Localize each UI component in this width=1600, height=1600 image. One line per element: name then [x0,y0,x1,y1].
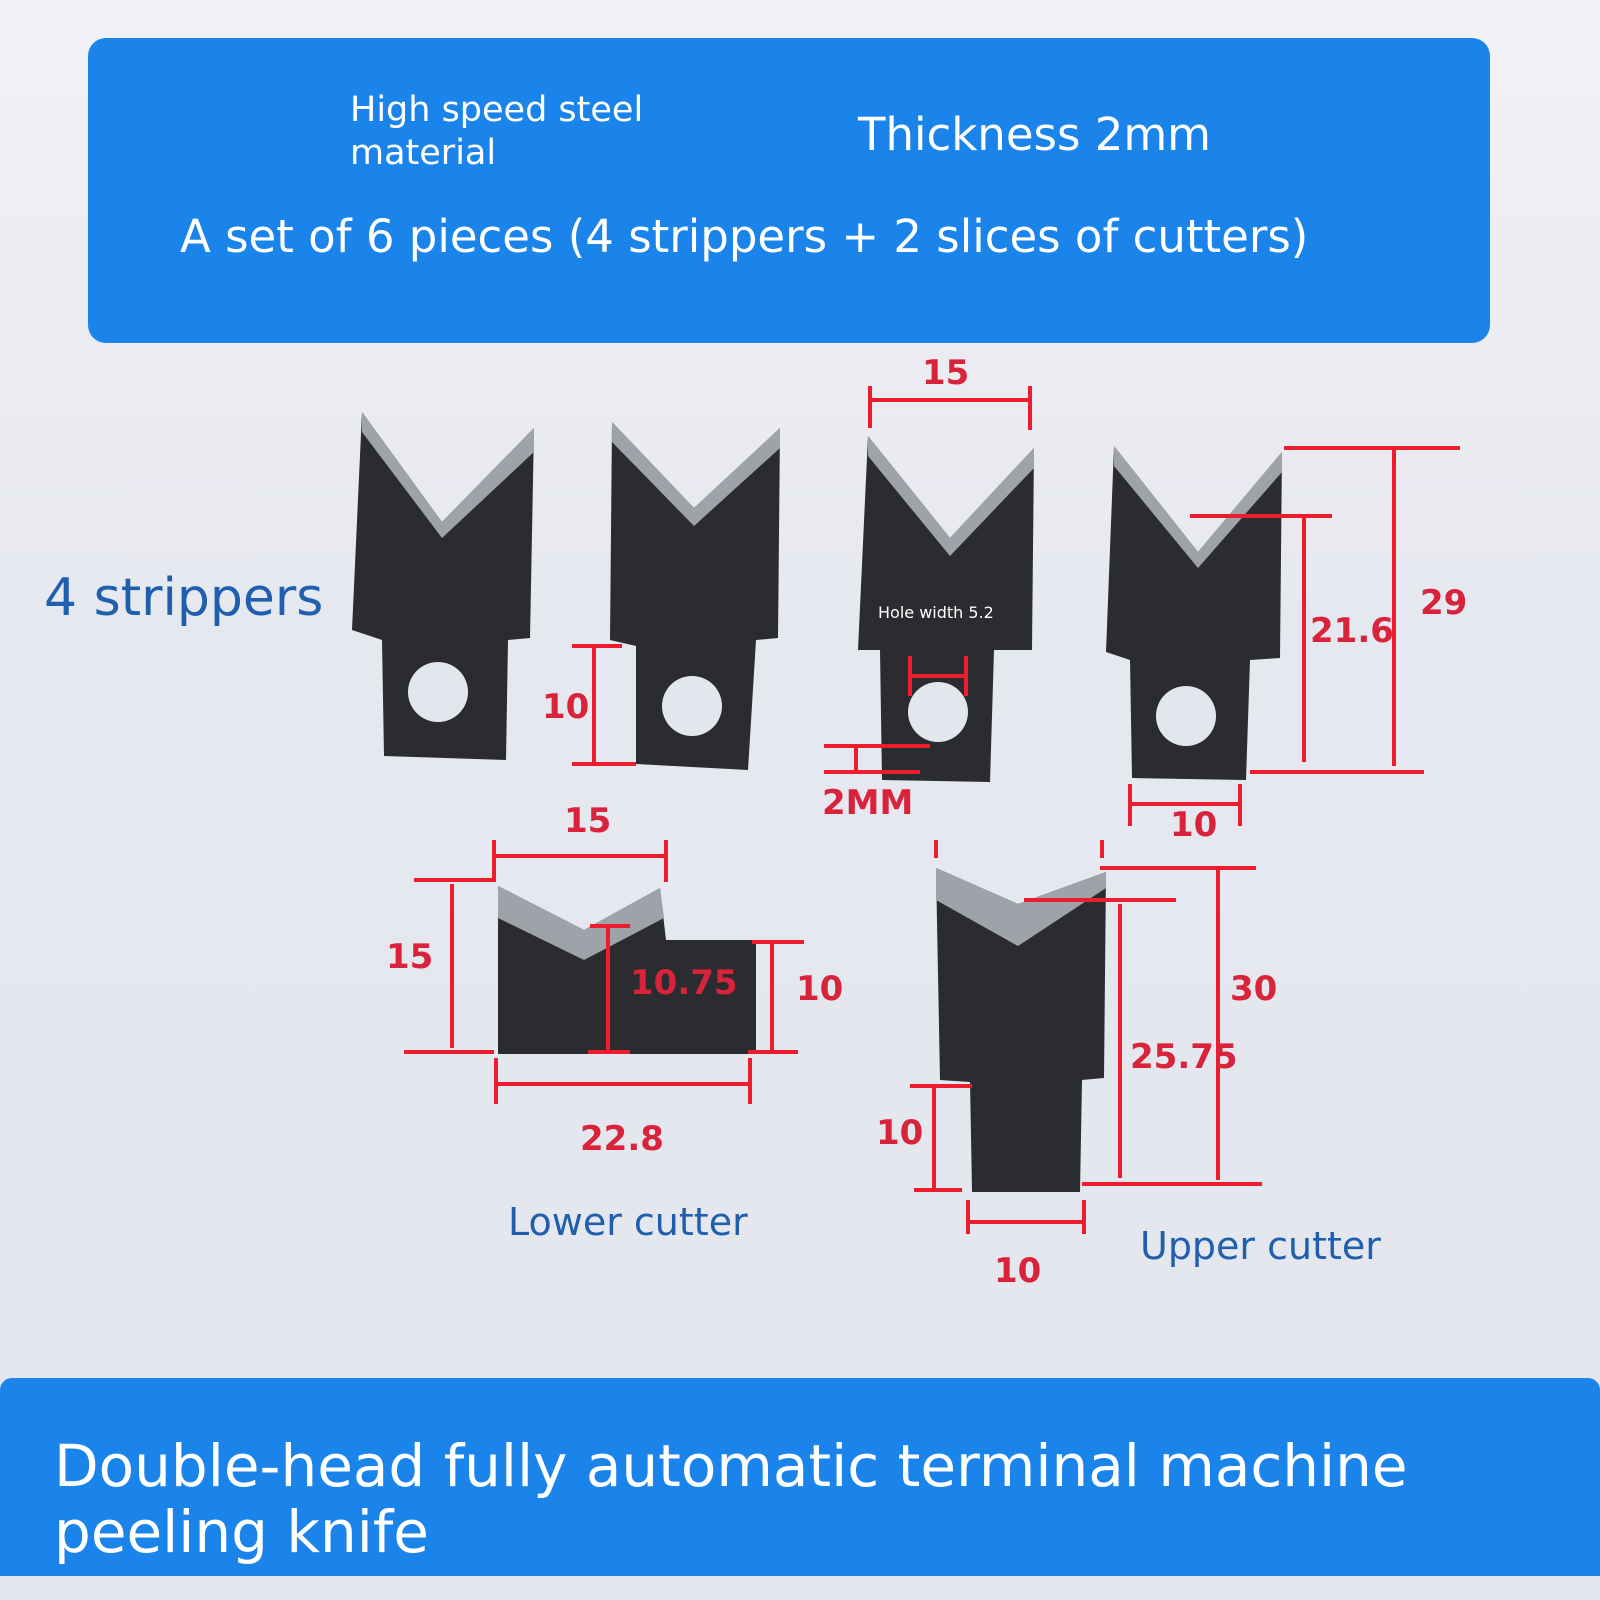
product-title: Double-head fully automatic terminal mac… [54,1432,1408,1566]
stripper-tab-height-dimension: 10 [542,644,636,766]
stripper-total-height-label: 29 [1420,583,1467,623]
lower-inner-height-label: 10.75 [630,963,738,1003]
stripper-top-width-label: 15 [922,353,969,393]
upper-height-total-dimension: 30 [1082,866,1277,1186]
thickness-dimension: 2MM [822,744,930,823]
upper-cutter-label: Upper cutter [1140,1224,1381,1268]
stripper-tab-width-label: 10 [1170,805,1217,845]
lower-cutter-blade [498,886,756,1054]
lower-inner-height-dimension: 10.75 [588,924,738,1054]
hole-width-dimension: Hole width 5.2 [878,603,994,696]
lower-height-left-dimension: 15 [386,878,496,1054]
thickness-spec: Thickness 2mm [858,108,1212,161]
lower-height-left-label: 15 [386,937,433,977]
upper-tab-width-label: 10 [994,1251,1041,1291]
lower-width-top-dimension: 15 [492,801,668,882]
stripper-blade-2 [610,422,780,770]
lower-height-right-dimension: 10 [748,940,843,1054]
stripper-blade-1 [352,412,534,760]
upper-cutter-blade [936,868,1106,1192]
title-banner: Double-head fully automatic terminal mac… [0,1378,1600,1576]
lower-height-right-label: 10 [796,969,843,1009]
stripper-tab-width-dimension: 10 [1128,784,1242,845]
stripper-blade-3 [858,436,1034,782]
stripper-total-height-dimension: 29 [1250,446,1467,774]
hole-width-note: Hole width 5.2 [878,603,994,622]
upper-height-inner-dimension: 25.75 [1024,898,1238,1178]
lower-cutter-label: Lower cutter [508,1200,748,1244]
upper-height-inner-label: 25.75 [1130,1037,1238,1077]
lower-width-bottom-dimension: 22.8 [494,1058,752,1159]
stripper-top-width-dimension: 15 [868,353,1032,430]
spec-banner: High speed steel material Thickness 2mm … [88,38,1490,343]
lower-width-top-label: 15 [564,801,611,841]
stripper-tab-height-label: 10 [542,687,589,727]
stripper-inner-height-label: 21.6 [1310,611,1394,651]
material-spec: High speed steel material [350,90,644,173]
lower-width-bottom-label: 22.8 [580,1119,664,1159]
thickness-dimension-label: 2MM [822,783,913,823]
stripper-inner-height-dimension: 21.6 [1190,514,1394,762]
upper-height-total-label: 30 [1230,969,1277,1009]
set-spec: A set of 6 pieces (4 strippers + 2 slice… [180,210,1309,263]
upper-tab-width-dimension: 10 [966,1200,1086,1291]
upper-tab-height-dimension: 10 [876,1084,972,1192]
upper-tab-height-label: 10 [876,1113,923,1153]
stripper-blade-4 [1106,446,1282,780]
strippers-label: 4 strippers [44,568,324,628]
